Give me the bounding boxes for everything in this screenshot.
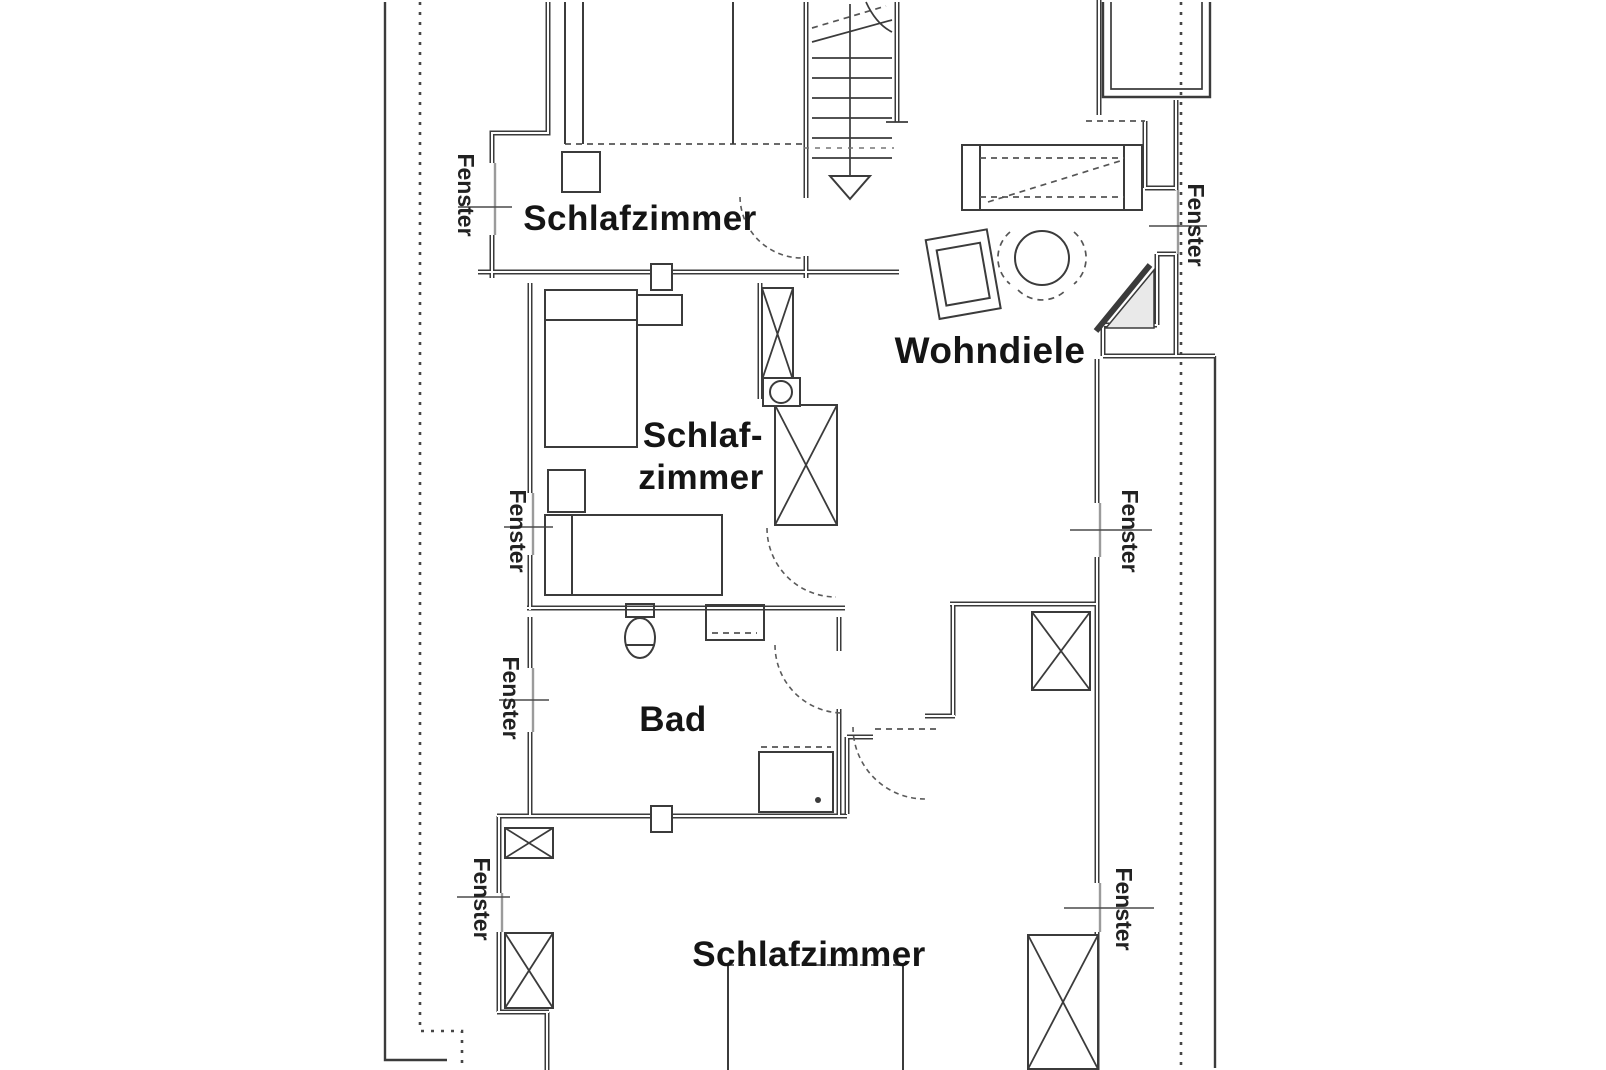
x-brace-box — [1031, 611, 1091, 691]
bed-top-bedroom — [564, 2, 734, 144]
sofa-cushion-lines — [980, 157, 1124, 203]
flue-circle-box — [762, 377, 801, 407]
nightstand — [547, 469, 586, 513]
window-label: Fenster — [1117, 489, 1143, 572]
armchair — [924, 228, 1002, 321]
washbasin — [705, 604, 765, 641]
nightstand — [636, 294, 683, 326]
room-label-bedroom-middle-line1: Schlaf- — [643, 416, 763, 455]
window-label: Fenster — [498, 656, 524, 739]
dormer-inner-wall — [1110, 2, 1203, 90]
window-labels: Fenster Fenster Fenster Fenster Fenster … — [453, 153, 1209, 950]
door-arc-bathroom — [774, 644, 844, 714]
corner-wedge-seat — [1104, 267, 1155, 329]
corner-wedge-band — [1093, 263, 1153, 333]
x-brace-box — [761, 287, 794, 381]
bed-middle-bedroom-1 — [544, 289, 638, 448]
table-chair-arcs — [997, 231, 1087, 301]
door-arc-bedroom-bottom — [852, 726, 926, 800]
window-label: Fenster — [1183, 183, 1209, 266]
furniture — [544, 2, 1155, 1070]
doors — [739, 196, 926, 800]
walls — [478, 0, 1215, 1070]
stair-treads — [812, 57, 892, 159]
bed-middle-bedroom-2 — [544, 514, 723, 596]
sofa-armrests — [979, 145, 1125, 210]
staircase — [804, 1, 894, 201]
toilet-bowl — [624, 617, 656, 659]
x-brace-box — [504, 932, 554, 1009]
stair-direction-arrow — [827, 175, 873, 201]
x-brace-box — [504, 827, 554, 859]
shower-drain — [815, 797, 821, 803]
window-label: Fenster — [505, 489, 531, 572]
room-label-living-hall: Wohndiele — [895, 330, 1086, 371]
window-label: Fenster — [453, 153, 479, 236]
stair-winder-2-dashed — [811, 5, 887, 29]
wall-connector-top — [650, 263, 673, 291]
wall-connector-bottom — [650, 805, 673, 833]
bed-bottom-bedroom — [727, 965, 904, 1070]
dormer — [1101, 2, 1212, 99]
room-label-bedroom-bottom: Schlafzimmer — [692, 935, 926, 974]
wall-outline — [478, 0, 1215, 1070]
room-label-bedroom-top: Schlafzimmer — [523, 199, 757, 238]
wall-core — [478, 0, 1215, 1070]
sofa — [961, 144, 1143, 211]
room-label-bathroom: Bad — [639, 700, 707, 739]
room-labels: Schlafzimmer Schlaf- zimmer Wohndiele Ba… — [523, 199, 1085, 974]
boundary-left-dotted — [418, 2, 464, 1068]
x-brace-box — [1027, 934, 1099, 1070]
nightstand — [561, 151, 601, 193]
shower — [758, 751, 834, 813]
stair-winder-1 — [811, 19, 893, 43]
boundary-left-solid — [383, 2, 447, 1062]
stair-winder-curve — [865, 1, 893, 33]
round-table — [1014, 230, 1070, 286]
window-label: Fenster — [1111, 867, 1137, 950]
dormer-outer-wall — [1101, 2, 1212, 99]
door-arc-bedroom-middle — [766, 527, 837, 598]
roof-boundary — [383, 2, 1217, 1068]
windows — [457, 163, 1207, 932]
window-label: Fenster — [469, 857, 495, 940]
shafts — [504, 287, 1099, 1070]
x-brace-box — [774, 404, 838, 526]
door-arc-bedroom-top — [739, 196, 803, 259]
room-label-bedroom-middle-line2: zimmer — [638, 458, 764, 497]
